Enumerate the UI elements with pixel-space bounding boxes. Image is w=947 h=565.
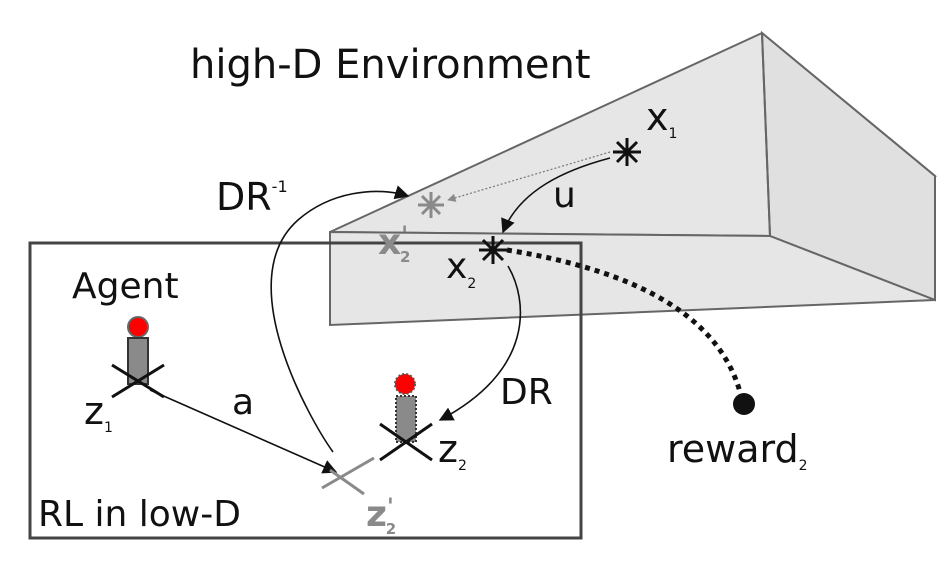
dr-inverse-label: DR-1 xyxy=(216,175,288,219)
u-label: u xyxy=(553,175,576,216)
z1-label: z1 xyxy=(84,389,113,436)
x1-label: x1 xyxy=(646,95,677,142)
environment-title: high-D Environment xyxy=(190,42,591,88)
x2-star-icon xyxy=(479,236,507,264)
dr-arrow xyxy=(438,265,522,421)
agent-ghost-figure-icon xyxy=(394,373,417,443)
reward-label: reward2 xyxy=(667,427,808,474)
x1-star-icon xyxy=(613,138,641,166)
reward-dot-icon xyxy=(733,393,755,415)
dr-label: DR xyxy=(500,372,553,413)
a-arrow xyxy=(149,389,338,474)
x1-to-x2-prime-arrow xyxy=(447,151,611,202)
low-d-label: RL in low-D xyxy=(38,494,241,535)
x2-prime-label: x'2 xyxy=(378,222,410,266)
z2-prime-cross-icon xyxy=(321,456,375,496)
agent-label: Agent xyxy=(72,266,179,307)
x2-label: x2 xyxy=(446,246,476,292)
dr-inverse-arrow xyxy=(270,185,410,453)
a-label: a xyxy=(232,382,254,423)
z2-label: z2 xyxy=(438,427,467,474)
z2-cross-icon xyxy=(379,422,433,462)
u-arrow xyxy=(501,157,611,234)
x2-prime-star-icon xyxy=(418,192,444,218)
environment-box xyxy=(329,30,937,327)
agent-figure-icon xyxy=(127,316,149,385)
reward-link xyxy=(506,247,745,401)
low-d-box xyxy=(28,241,583,540)
environment-box-front xyxy=(329,230,936,327)
z2-prime-label: z'2 xyxy=(366,494,396,538)
